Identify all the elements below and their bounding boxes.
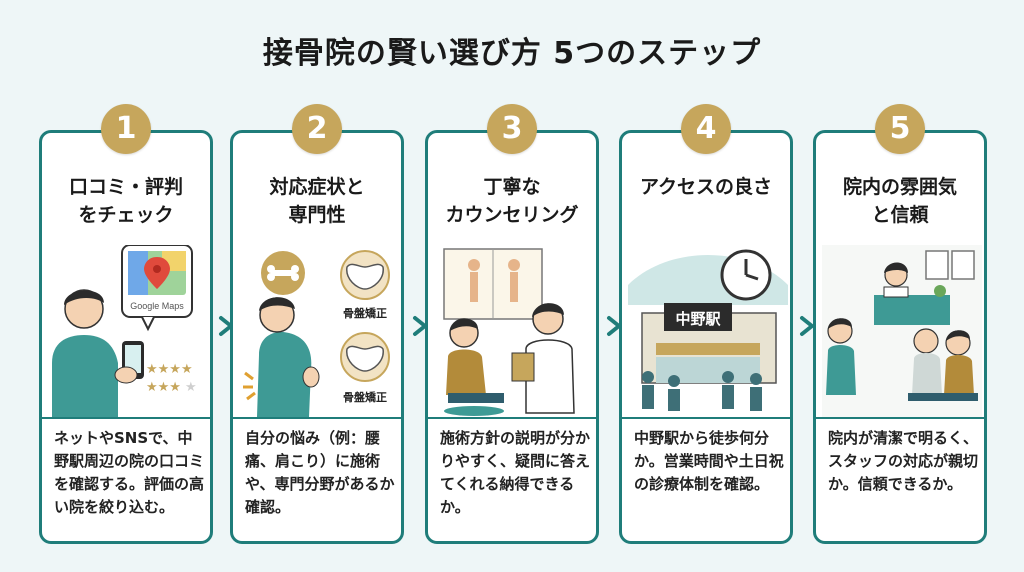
pelvis-icon — [340, 332, 390, 382]
step-divider-5 — [816, 417, 984, 419]
step-description-1: ネットやSNSで、中野駅周辺の院の口コミを確認する。評価の高い院を絞り込む。 — [54, 429, 205, 516]
clock-icon — [720, 249, 772, 301]
bone-icon — [261, 251, 305, 295]
clinic-interior-illustration — [822, 245, 982, 417]
svg-text:Google Maps: Google Maps — [130, 301, 184, 311]
step-divider-1 — [42, 417, 210, 419]
step-title-3: 丁寧な カウンセリング — [445, 176, 579, 226]
google-maps-icon: Google Maps — [121, 245, 193, 332]
svg-text:骨盤矯正: 骨盤矯正 — [343, 390, 387, 404]
svg-text:中野駅: 中野駅 — [675, 310, 721, 328]
back-pain-illustration: 骨盤矯正 骨盤矯正 — [243, 250, 390, 417]
svg-text:★★★★: ★★★★ — [146, 362, 193, 377]
counseling-illustration — [443, 248, 575, 416]
step-card-4: アクセスの良さ 中野駅 中野駅から徒歩何分か。営業時間や土日祝の診療体制を確認。 — [619, 130, 793, 544]
page-title: 接骨院の賢い選び方 5つのステップ — [262, 36, 762, 71]
step-number-badge-2: 2 — [292, 104, 342, 154]
station-building: 中野駅 — [641, 303, 777, 384]
step-description-2: 自分の悩み（例：腰痛、肩こり）に施術や、専門分野があるか確認。 — [245, 429, 395, 516]
step-number-badge-4: 4 — [681, 104, 731, 154]
svg-text:★: ★ — [185, 380, 197, 395]
station-access-illustration: 中野駅 — [628, 249, 788, 411]
step-divider-3 — [428, 417, 596, 419]
step-title-2: 対応症状と 専門性 — [269, 176, 365, 226]
step-title-1: 口コミ・評判 をチェック — [68, 176, 183, 226]
step-number-badge-1: 1 — [101, 104, 151, 154]
smartphone-review-illustration: Google Maps ★★★★ ★★★ ★ — [52, 245, 197, 417]
pedestrians — [642, 371, 762, 411]
anatomy-poster — [443, 248, 543, 320]
therapist — [511, 303, 575, 414]
pelvis-icon — [340, 250, 390, 300]
step-title-4: アクセスの良さ — [639, 176, 773, 198]
step-number-badge-5: 5 — [875, 104, 925, 154]
step-card-5: 院内の雰囲気 と信頼 院内が清潔で明るく、スタッフの対応が親切か。信頼できるか。 — [813, 130, 987, 544]
step-card-2: 対応症状と 専門性 骨盤矯正 骨盤矯正 自分の悩み（例：腰痛、肩こり）に施術や、… — [230, 130, 404, 544]
step-number-badge-3: 3 — [487, 104, 537, 154]
reception-staff — [874, 262, 950, 325]
svg-text:★★★: ★★★ — [146, 380, 181, 395]
step-card-1: 口コミ・評判 をチェック Google Maps ★★★★ ★★★ ★ — [39, 130, 213, 544]
waiting-patients — [826, 318, 978, 401]
patient-seated — [444, 318, 504, 416]
step-description-5: 院内が清潔で明るく、スタッフの対応が親切か。信頼できるか。 — [828, 429, 979, 493]
chevron-right-icon — [800, 316, 814, 336]
step-divider-2 — [233, 417, 401, 419]
step-description-4: 中野駅から徒歩何分か。営業時間や土日祝の診療体制を確認。 — [634, 429, 784, 493]
person-with-phone — [52, 289, 144, 417]
person-holding-back — [243, 297, 320, 417]
step-card-3: 丁寧な カウンセリング 施術方針の説明が分かりやすく、疑問に答えてくれる納得でき… — [425, 130, 599, 544]
step-description-3: 施術方針の説明が分かりやすく、疑問に答えてくれる納得できるか。 — [440, 429, 591, 516]
svg-text:骨盤矯正: 骨盤矯正 — [343, 306, 387, 320]
step-divider-4 — [622, 417, 790, 419]
rating-stars: ★★★★ ★★★ ★ — [146, 362, 197, 395]
step-title-5: 院内の雰囲気 と信頼 — [842, 176, 957, 226]
